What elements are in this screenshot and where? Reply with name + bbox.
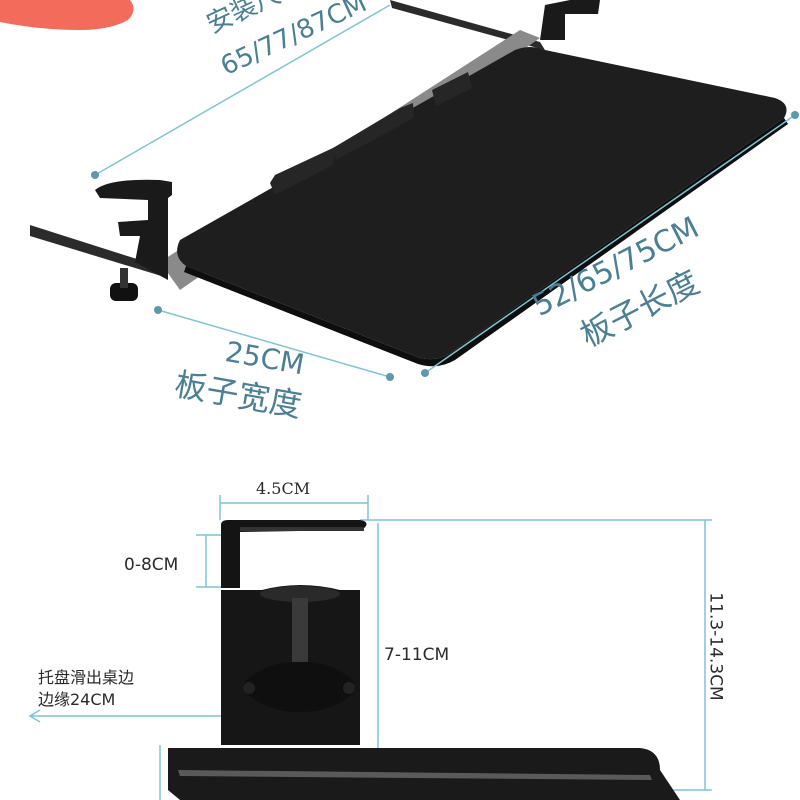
clamp-top-pad [240, 527, 364, 531]
left-clamp [95, 179, 172, 280]
slide-note-line2: 边缘24CM [38, 690, 116, 709]
total-height-label: 11.3-14.3CM [705, 592, 726, 701]
right-clamp [540, 0, 600, 40]
clamp-screw-plate [260, 586, 340, 602]
cable-fin-2 [333, 103, 414, 160]
cable-fin-1 [270, 147, 335, 195]
clamp-knob [242, 661, 356, 712]
tray-board [177, 47, 787, 360]
cable-fin-3 [432, 72, 472, 106]
slide-note-line1: 托盘滑出桌边 [38, 668, 135, 687]
left-clamp-knob [110, 283, 138, 301]
install-dim-line [94, 4, 391, 176]
clamp-range-label: 7-11CM [384, 645, 450, 665]
clamp-screw [292, 598, 308, 666]
clamp-top-jaw [221, 520, 367, 588]
corner-badge [0, 0, 134, 30]
length-dim-line [424, 114, 796, 374]
gap-range-label: 0-8CM [124, 555, 179, 575]
rear-rail-bar [390, 0, 545, 50]
clamp-width-label: 4.5CM [256, 479, 311, 498]
left-rail-bar [30, 225, 168, 278]
width-dim-line [157, 309, 391, 378]
